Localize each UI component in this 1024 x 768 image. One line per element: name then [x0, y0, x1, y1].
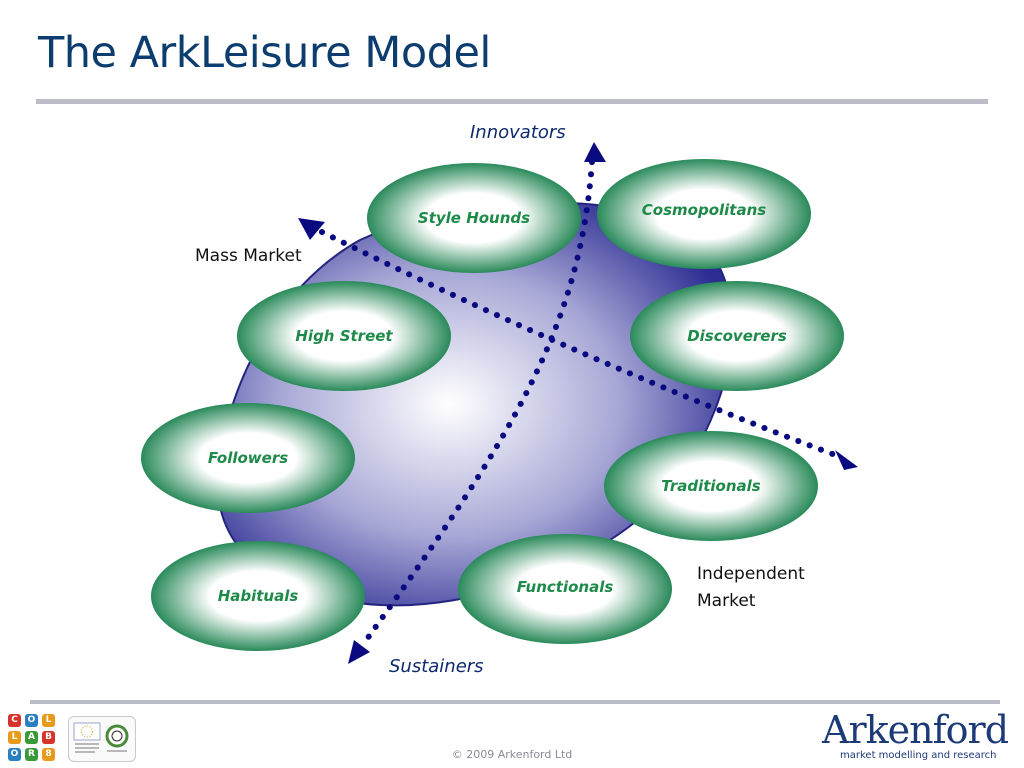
- segment-high-street: High Street: [237, 281, 451, 391]
- eu-flag-icon: [73, 722, 129, 753]
- arkenford-logo: Arkenford: [822, 708, 1009, 752]
- segment-label: Traditionals: [661, 477, 761, 495]
- mass-market-arrowhead: [298, 218, 325, 240]
- sustainers-label: Sustainers: [389, 656, 484, 677]
- segment-ellipse-habituals: [151, 541, 365, 651]
- segment-ellipse-functionals: [458, 534, 672, 644]
- segment-cosmopolitans: Cosmopolitans: [597, 155, 811, 265]
- logo-tile: L: [8, 731, 21, 744]
- mass-market-label: Mass Market: [195, 246, 302, 266]
- segment-label: Cosmopolitans: [641, 201, 767, 219]
- segment-style-hounds: Style Hounds: [367, 163, 581, 273]
- arkenford-tagline: market modelling and research: [840, 750, 997, 761]
- segment-habituals: Habituals: [151, 541, 365, 651]
- logo-tile: O: [25, 714, 38, 727]
- segment-discoverers: Discoverers: [630, 281, 844, 391]
- segment-ellipse-cosmopolitans: [597, 159, 811, 269]
- segment-label: Functionals: [516, 578, 614, 596]
- independent-market-arrowhead: [835, 450, 858, 470]
- segment-ellipse-followers: [141, 403, 355, 513]
- sustainers-arrowhead: [348, 640, 370, 664]
- segment-label: High Street: [295, 327, 393, 345]
- arkleisure-diagram: [141, 142, 858, 664]
- collab8-logo: C O L L A B O R 8: [8, 714, 58, 762]
- segment-label: Style Hounds: [417, 209, 531, 227]
- logo-tile: L: [42, 714, 55, 727]
- segment-functionals: Functionals: [458, 532, 672, 642]
- footer-divider: [30, 700, 1000, 704]
- logo-tile: O: [8, 748, 21, 761]
- segment-traditionals: Traditionals: [604, 431, 818, 541]
- title-divider: [36, 99, 988, 104]
- innovators-sustainers-axis: [359, 159, 595, 649]
- logo-tile: B: [42, 731, 55, 744]
- eu-funding-badge: [68, 716, 136, 762]
- segment-label: Discoverers: [687, 327, 787, 345]
- segment-ellipse-high-street: [237, 281, 451, 391]
- logo-tile: 8: [42, 748, 55, 761]
- innovators-arrowhead: [584, 142, 606, 162]
- logo-tile: A: [25, 731, 38, 744]
- segment-label: Followers: [207, 449, 289, 467]
- page-title: The ArkLeisure Model: [38, 28, 491, 78]
- copyright-text: © 2009 Arkenford Ltd: [451, 748, 573, 761]
- segment-ellipse-style-hounds: [367, 163, 581, 273]
- segment-label: Habituals: [217, 587, 299, 605]
- segment-followers: Followers: [141, 403, 355, 513]
- segment-ellipse-discoverers: [630, 281, 844, 391]
- independent-market-label: Independent Market: [697, 564, 805, 611]
- segment-ellipse-traditionals: [604, 431, 818, 541]
- logo-tile: C: [8, 714, 21, 727]
- logo-tile: R: [25, 748, 38, 761]
- mass-independent-axis: [319, 229, 841, 459]
- innovators-label: Innovators: [470, 122, 566, 143]
